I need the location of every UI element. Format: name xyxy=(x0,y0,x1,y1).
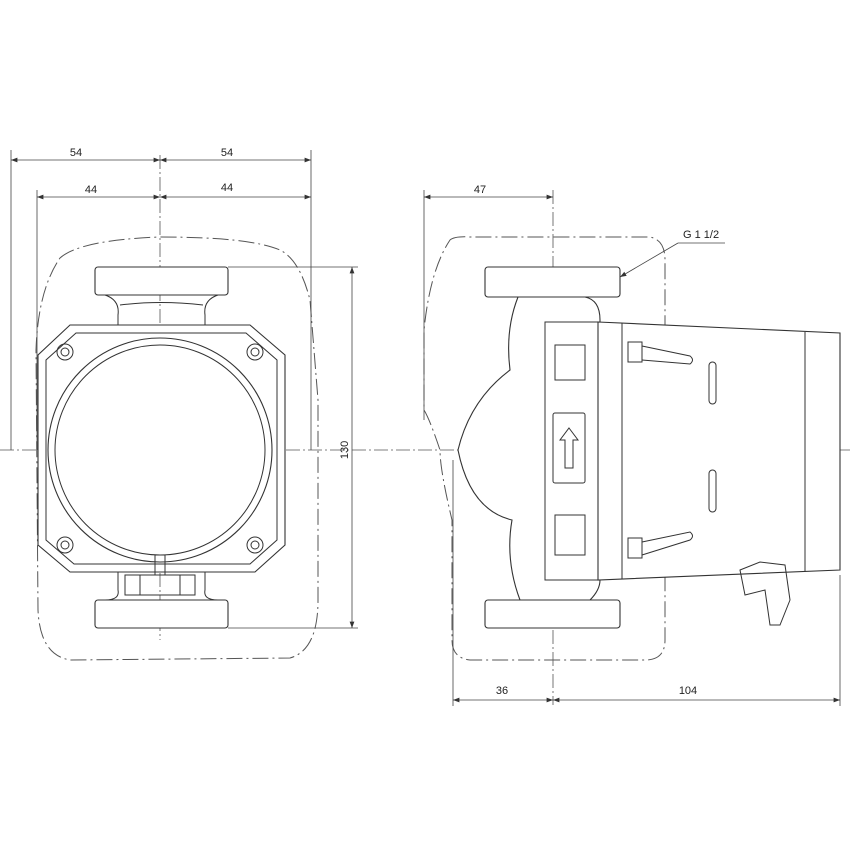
cable-gland xyxy=(739,561,791,626)
bolt-icon xyxy=(56,536,74,554)
dim-label-104: 104 xyxy=(679,685,697,697)
bolt-icon xyxy=(60,347,70,357)
bolt-icon xyxy=(246,343,264,361)
dim-label-36: 36 xyxy=(496,685,508,697)
front-body-inner xyxy=(45,332,278,565)
motor-body xyxy=(597,321,841,581)
side-view: G 1 1/2 47 36 104 xyxy=(423,184,841,706)
bolt-icon xyxy=(250,347,260,357)
dim-label-130: 130 xyxy=(339,441,351,459)
dim-label-54-right: 54 xyxy=(221,147,233,159)
bolt-icon xyxy=(250,540,260,550)
front-top-neck xyxy=(104,294,219,325)
bolt-icon xyxy=(60,540,70,550)
front-bottom-flange xyxy=(94,599,229,629)
vent-slot xyxy=(708,469,717,513)
thread-leader-line xyxy=(619,242,679,278)
vent-slot xyxy=(708,361,717,405)
front-top-flange xyxy=(94,266,229,296)
motor-screw-top xyxy=(627,341,643,363)
bolt-icons xyxy=(56,343,264,554)
front-view: 54 54 44 44 130 xyxy=(10,147,358,661)
cooling-fins xyxy=(641,345,693,556)
dim-label-44-right: 44 xyxy=(221,182,233,194)
front-bottom-neck xyxy=(104,554,219,601)
side-envelope-outline xyxy=(423,236,666,661)
front-envelope-outline xyxy=(35,236,319,661)
bolt-icon xyxy=(246,536,264,554)
motor-screw-bottom xyxy=(627,537,643,559)
front-motor-ring xyxy=(47,337,273,563)
bolt-icon xyxy=(56,343,74,361)
housing-ribs xyxy=(554,344,586,556)
side-bottom-flange xyxy=(484,599,621,629)
side-top-flange xyxy=(484,266,621,298)
dim-label-54-left: 54 xyxy=(70,147,82,159)
thread-size-label: G 1 1/2 xyxy=(683,229,719,241)
dim-label-47: 47 xyxy=(474,184,486,196)
dim-label-44-left: 44 xyxy=(85,184,97,196)
flow-direction-box xyxy=(552,412,586,484)
flow-arrow-up-icon xyxy=(559,427,579,469)
